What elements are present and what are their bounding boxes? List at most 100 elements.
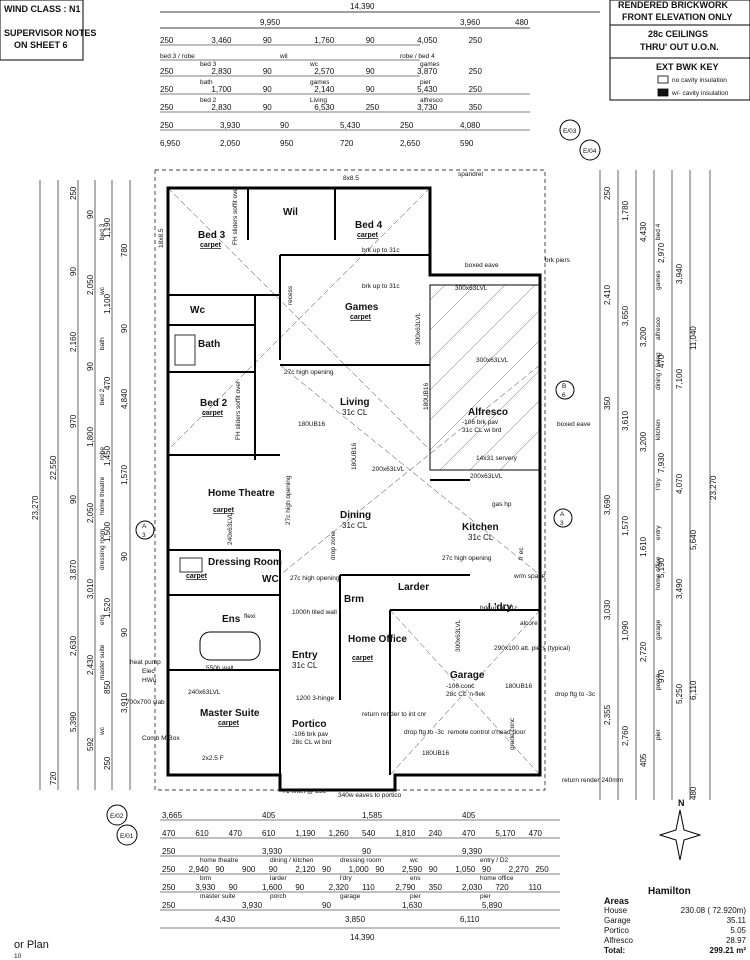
room-living: Living xyxy=(340,397,369,408)
bottom-dim-value: 90 xyxy=(429,865,438,874)
bottom-dim-value: 350 xyxy=(429,883,443,892)
bottom-dim-value: 250 xyxy=(535,865,549,874)
bottom-dim-value: 5,890 xyxy=(482,901,503,910)
room-ldry: L'dry xyxy=(488,602,512,613)
top-dim-value: 2,140 xyxy=(314,85,335,94)
bottom-dim-value: 2,030 xyxy=(462,883,483,892)
bottom-dim-c: 6,110 xyxy=(460,915,480,924)
room-dining-cl: 31c CL xyxy=(342,521,368,530)
room-entry-cl: 31c CL xyxy=(292,661,318,670)
left-dim-label: master suite xyxy=(99,644,106,680)
bottom-dim-value: 2,270 xyxy=(509,865,530,874)
garage-note-1: -106 conc xyxy=(446,683,475,690)
lintel-5: 200x63LVL xyxy=(470,473,503,480)
right-dim-label: home office xyxy=(655,556,662,590)
lintel-3: 300x63LVL xyxy=(476,357,509,364)
left-dim-value: 2,430 xyxy=(86,654,95,675)
bottom-dim-label: wc xyxy=(409,857,419,864)
left-dim-value: 250 xyxy=(69,186,78,200)
note-high-4: 27c high opening xyxy=(442,555,492,562)
footer-plan-label: or Plan xyxy=(14,939,49,951)
note-spandrel: spandrel xyxy=(458,171,483,178)
right-dim-label: alfresco xyxy=(655,317,662,340)
right-dim-value: 3,610 xyxy=(621,410,630,431)
note-550-wall: 550h wall xyxy=(206,665,234,672)
right-dim-value: 1,610 xyxy=(639,536,648,557)
lintel-9: 180UB16 xyxy=(351,443,358,470)
left-dim-value: 90 xyxy=(120,628,129,637)
right-dim-label: garage xyxy=(655,619,662,640)
left-dim-value: 3,910 xyxy=(120,692,129,713)
right-dim-value: 7,930 xyxy=(657,452,666,473)
right-dim-value: 1,090 xyxy=(621,620,630,641)
bottom-dim-value: 2,590 xyxy=(402,865,423,874)
lintel-13: 14x31 servery xyxy=(476,455,518,462)
bottom-dim-value: 610 xyxy=(262,829,276,838)
left-dim-value: 4,840 xyxy=(120,388,129,409)
note-drop-zone: drop zone xyxy=(330,531,337,560)
note-brk-piers: brk piers xyxy=(545,257,571,264)
left-dim-value: 90 xyxy=(69,495,78,504)
bottom-dim-value: 90 xyxy=(215,865,224,874)
room-home-office-floor: carpet xyxy=(352,655,374,662)
right-dim-label: bed 4 xyxy=(655,223,662,240)
top-dim-b: 3,960 xyxy=(460,18,481,27)
left-dim-label: bed 2 xyxy=(99,388,106,405)
right-dim-label: porch xyxy=(655,673,662,690)
bottom-dim-b: 3,850 xyxy=(345,915,366,924)
bottom-dim-value: 540 xyxy=(362,829,376,838)
bottom-dim-value: 90 xyxy=(295,883,304,892)
top-dim-value: 720 xyxy=(340,139,354,148)
room-bed4-floor: carpet xyxy=(357,232,379,239)
note-return-render-2: return render 240mm xyxy=(562,777,623,784)
lintel-7: 240x63LVL xyxy=(188,689,221,696)
ceilings-note-1: 28c CEILINGS xyxy=(648,29,708,39)
room-bed4: Bed 4 xyxy=(355,220,383,231)
bottom-dim-label: entry / D2 xyxy=(480,857,509,864)
lintel-12: 180UB16 xyxy=(422,750,449,757)
section-a3-right: A xyxy=(560,511,565,518)
right-dim-label: entry xyxy=(655,525,662,540)
room-larder: Larder xyxy=(398,582,429,593)
bottom-dim-value: 3,930 xyxy=(195,883,216,892)
room-games-floor: carpet xyxy=(350,314,372,321)
right-dim-value: 1,780 xyxy=(621,200,630,221)
room-wc2: WC xyxy=(262,574,279,585)
left-dim-value: 1,100 xyxy=(103,293,112,314)
top-dim-value: 350 xyxy=(469,103,483,112)
alfresco-note-2: 31c CL wi brd xyxy=(462,427,502,434)
left-dim-value: 2,160 xyxy=(69,331,78,352)
section-e02: E/02 xyxy=(110,813,124,820)
bottom-overall-dim: 14,390 xyxy=(350,933,375,942)
area-value: 230.08 ( 72.920m) xyxy=(680,906,746,915)
top-dim-label: games xyxy=(310,79,330,86)
top-dim-value: 590 xyxy=(460,139,474,148)
note-alcore: alcore xyxy=(520,620,538,627)
room-dressing: Dressing Room xyxy=(208,557,282,568)
top-dim-label: pier xyxy=(420,79,432,86)
bottom-dim-label: dining / kitchen xyxy=(270,857,314,864)
bottom-dim-value: 250 xyxy=(162,901,176,910)
plan-title: Hamilton xyxy=(648,886,691,897)
top-dim-label: alfresco xyxy=(420,97,443,104)
bottom-dim-value: 1,000 xyxy=(349,865,370,874)
bottom-dim-value: 470 xyxy=(229,829,243,838)
bottom-dim-value: 3,665 xyxy=(162,811,183,820)
area-row: Total:299.21 m² xyxy=(604,946,746,956)
right-dim-value: 3,650 xyxy=(621,305,630,326)
room-bed2-floor: carpet xyxy=(202,410,224,417)
top-dim-value: wil xyxy=(279,53,288,60)
ext-key-title: EXT BWK KEY xyxy=(656,62,719,72)
bottom-dim-value: 240 xyxy=(429,829,443,838)
right-dim-value: 405 xyxy=(639,753,648,767)
room-ens: Ens xyxy=(222,614,241,625)
section-e03: E/03 xyxy=(563,128,577,135)
elevation-note-2: FRONT ELEVATION ONLY xyxy=(622,12,732,22)
section-a3-left-num: 3 xyxy=(142,532,146,539)
right-dim-label: dining / living xyxy=(655,352,662,390)
note-lintel: T1-lintel @ 25c xyxy=(282,788,327,795)
right-dim-value: 3,690 xyxy=(603,494,612,515)
